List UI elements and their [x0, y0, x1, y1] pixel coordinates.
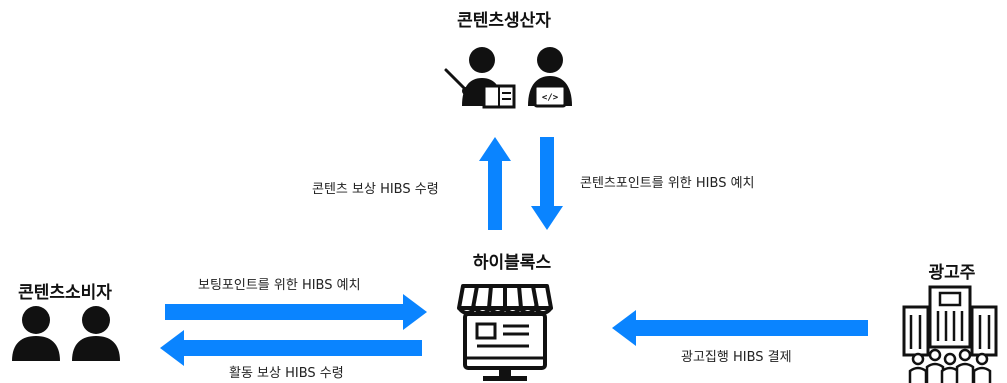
producer-title: 콘텐츠생산자 — [457, 11, 551, 31]
consumer-title: 콘텐츠소비자 — [18, 283, 112, 303]
svg-text:</>: </> — [542, 93, 559, 103]
platform-title: 하이블록스 — [472, 253, 552, 273]
edge-label-platform-to-producer: 콘텐츠 보상 HIBS 수령 — [312, 182, 439, 197]
arrow-up-platform-to-producer — [479, 137, 511, 230]
edge-label-producer-to-platform: 콘텐츠포인트를 위한 HIBS 예치 — [580, 176, 755, 191]
consumer-user-icon-2 — [72, 306, 120, 361]
arrow-left-advertiser-to-platform — [612, 310, 868, 346]
edge-label-platform-to-consumer: 활동 보상 HIBS 수령 — [229, 366, 344, 381]
teacher-icon — [444, 47, 516, 109]
building-icon — [902, 285, 998, 383]
arrow-down-producer-to-platform — [531, 137, 563, 230]
consumer-user-icon-1 — [12, 306, 60, 361]
advertiser-title: 광고주 — [928, 263, 976, 283]
edge-label-advertiser-to-platform: 광고집행 HIBS 결제 — [681, 350, 792, 365]
developer-icon: </> — [528, 47, 572, 108]
arrow-right-consumer-to-platform — [165, 294, 427, 330]
storefront-icon — [457, 284, 553, 381]
arrow-left-platform-to-consumer — [160, 330, 422, 366]
edge-label-consumer-to-platform: 보팅포인트를 위한 HIBS 예치 — [198, 278, 361, 293]
